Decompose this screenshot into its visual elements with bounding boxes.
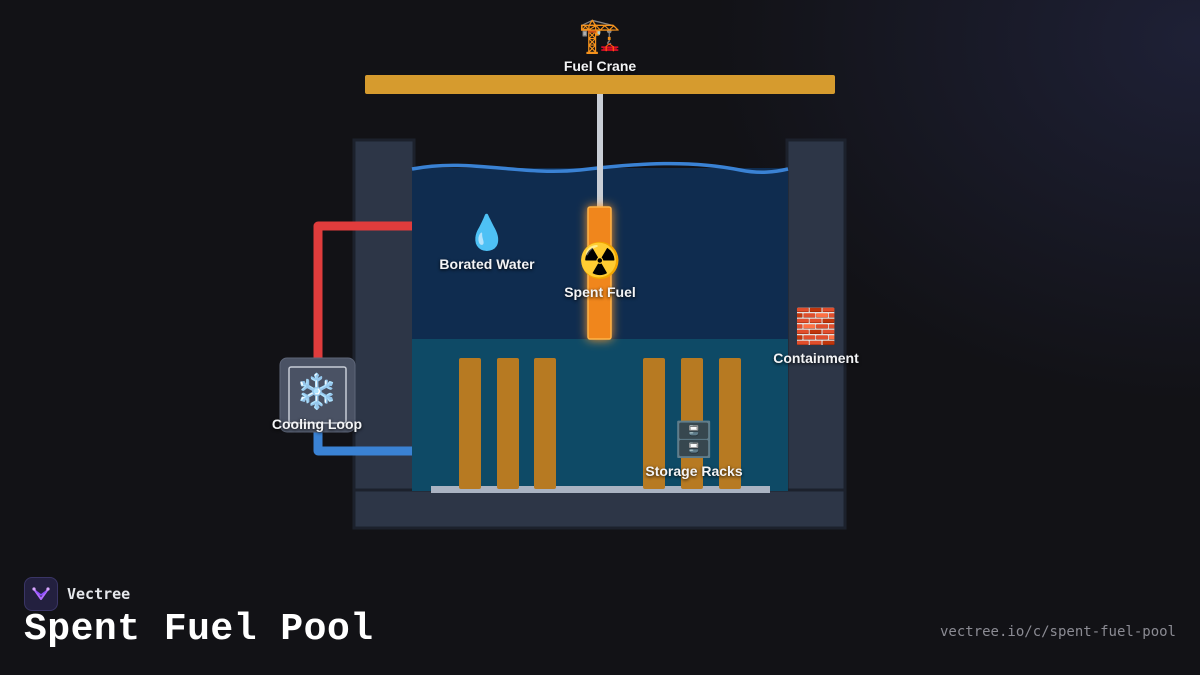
page-url[interactable]: vectree.io/c/spent-fuel-pool <box>939 624 1176 640</box>
rack-assembly <box>719 358 741 489</box>
rack-assembly <box>497 358 519 489</box>
radioactive-icon: ☢️ <box>578 241 622 281</box>
vectree-logo-icon <box>24 577 58 611</box>
page-title: Spent Fuel Pool <box>24 608 374 651</box>
snowflake-icon: ❄️ <box>295 372 339 412</box>
crane-beam <box>365 75 835 94</box>
rack-assembly <box>459 358 481 489</box>
brick-wall-icon: 🧱 <box>794 307 838 347</box>
hot-pipe <box>313 221 412 362</box>
fuel-crane-label: Fuel Crane <box>563 58 637 74</box>
containment-label: Containment <box>773 350 859 366</box>
cooling-loop-box <box>279 357 356 433</box>
spent-fuel-label: Spent Fuel <box>564 284 636 300</box>
spent-fuel-assembly <box>587 206 612 340</box>
borated-water-label: Borated Water <box>439 256 535 272</box>
containment-floor <box>352 488 847 530</box>
brand[interactable]: Vectree <box>24 577 130 611</box>
rack-assembly <box>534 358 556 489</box>
water-drop-icon: 💧 <box>465 213 509 253</box>
crane-icon: 🏗️ <box>578 16 622 56</box>
storage-racks-label: Storage Racks <box>645 463 743 479</box>
rack-assembly <box>643 358 665 489</box>
crane-cable <box>597 94 603 208</box>
containment-right-wall <box>785 138 847 530</box>
file-cabinet-icon: 🗄️ <box>672 420 716 460</box>
brand-name: Vectree <box>67 585 131 603</box>
cold-pipe <box>313 428 412 456</box>
cooling-loop-inner-frame <box>288 366 347 424</box>
water-surface-wave <box>411 161 789 174</box>
rack-assembly <box>681 358 703 489</box>
rack-base-plate <box>431 486 770 493</box>
containment-left-wall <box>352 138 416 530</box>
cooling-loop-label: Cooling Loop <box>271 416 363 432</box>
